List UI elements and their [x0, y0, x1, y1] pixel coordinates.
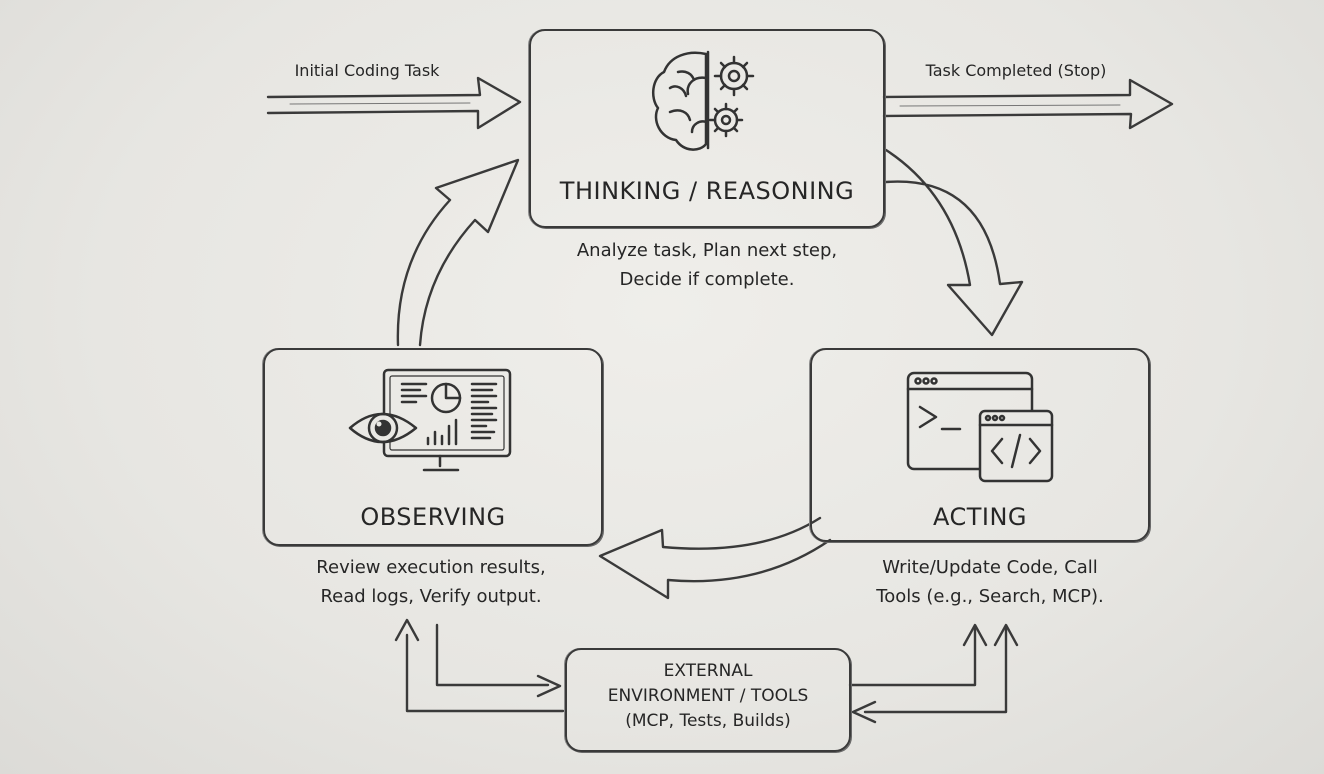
initial-task-label: Initial Coding Task: [294, 61, 440, 80]
input-arrow: [266, 76, 522, 130]
environment-line1: EXTERNAL: [663, 661, 753, 681]
thinking-to-acting-arrow: [884, 148, 1024, 337]
observing-to-thinking-arrow: [396, 158, 520, 347]
acting-desc-line2: Tools (e.g., Search, MCP).: [876, 586, 1104, 607]
terminal-code-window-icon: [906, 371, 1054, 483]
thinking-box: [529, 29, 885, 228]
observing-title: OBSERVING: [360, 503, 506, 531]
acting-environment-connectors: [848, 623, 1019, 724]
eye-monitor-dashboard-icon: [348, 368, 512, 472]
observing-box: [263, 348, 603, 546]
thinking-title: THINKING / REASONING: [559, 177, 855, 205]
environment-box: [565, 648, 851, 752]
output-arrow: [882, 78, 1174, 130]
environment-line2: ENVIRONMENT / TOOLS: [607, 686, 809, 706]
observing-environment-connectors: [394, 618, 565, 713]
task-completed-label: Task Completed (Stop): [925, 61, 1107, 80]
environment-line3: (MCP, Tests, Builds): [625, 711, 791, 731]
thinking-desc-line2: Decide if complete.: [619, 269, 795, 290]
acting-title: ACTING: [932, 503, 1028, 531]
acting-box: [810, 348, 1150, 542]
acting-desc-line1: Write/Update Code, Call: [882, 557, 1098, 578]
acting-to-observing-arrow: [598, 516, 832, 600]
thinking-desc-line1: Analyze task, Plan next step,: [576, 240, 838, 261]
observing-desc-line2: Read logs, Verify output.: [320, 586, 542, 607]
observing-desc-line1: Review execution results,: [316, 557, 546, 578]
brain-gears-icon: [651, 50, 755, 151]
